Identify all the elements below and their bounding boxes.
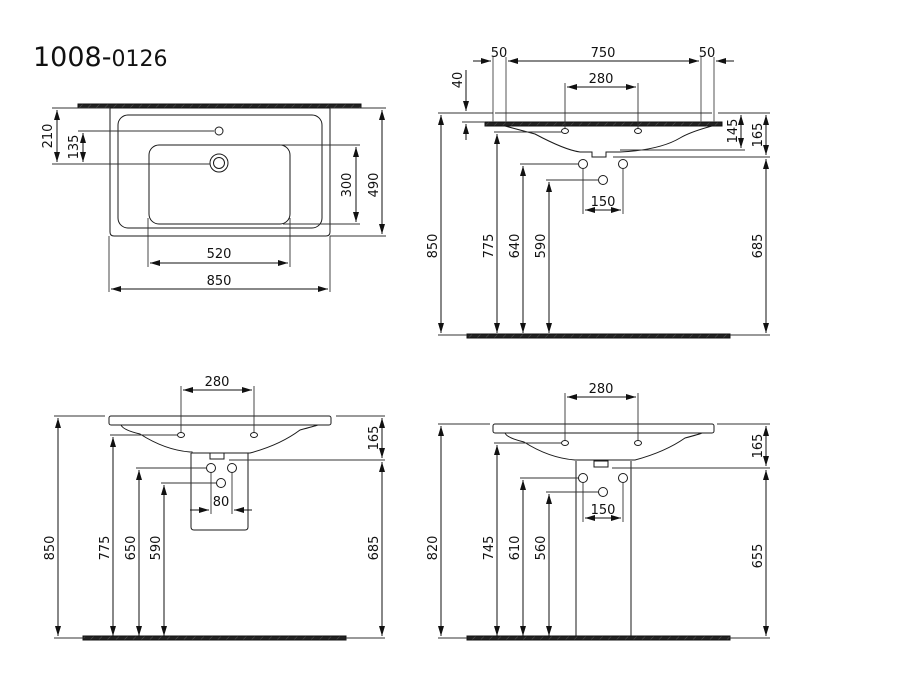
dim-775-half: 775	[98, 536, 113, 561]
bowl-profile-full	[504, 432, 703, 461]
supply-right	[618, 159, 628, 169]
drain-outer	[209, 153, 229, 173]
dim-750: 750	[591, 46, 616, 61]
tap-hole-left	[561, 128, 569, 134]
supply-left	[578, 159, 588, 169]
tap-hole	[214, 126, 224, 136]
drain-inner	[213, 157, 225, 169]
tap-hole-left	[177, 432, 185, 438]
dim-650: 650	[124, 536, 139, 561]
dim-850-half: 850	[43, 536, 58, 561]
full-pedestal-view: 280 820 745 610 560 150 165 655	[426, 382, 770, 641]
basin-top-slab	[108, 415, 332, 426]
drain-outlet	[598, 175, 608, 185]
tap-hole-left	[561, 440, 569, 446]
product-code-title: 1008-0126	[33, 42, 167, 73]
floor-hatch	[82, 635, 347, 641]
basin-bowl	[148, 144, 291, 225]
basin-top-slab	[492, 423, 715, 434]
dim-80: 80	[213, 495, 230, 510]
countertop-hatch	[484, 121, 723, 127]
drain-outlet	[216, 478, 226, 488]
product-code-suffix: 0126	[111, 47, 168, 72]
supply-right	[618, 473, 628, 483]
half-pedestal-view: 280 850 775 650 590 80 165 685	[43, 375, 385, 641]
dim-745: 745	[482, 536, 497, 561]
dim-490: 490	[367, 173, 382, 198]
drain-outlet-body	[209, 452, 225, 460]
half-pedestal	[190, 453, 249, 531]
supply-left	[206, 463, 216, 473]
dim-210: 210	[41, 124, 56, 149]
dim-655: 655	[751, 544, 766, 569]
dim-520: 520	[207, 247, 232, 262]
dim-40: 40	[451, 72, 466, 89]
dim-165-full: 165	[751, 434, 766, 459]
dim-280-full: 280	[589, 382, 614, 397]
dim-850-height: 850	[426, 234, 441, 259]
tap-hole-right	[634, 128, 642, 134]
product-code-separator: -	[101, 42, 112, 73]
dim-280-top: 280	[589, 72, 614, 87]
floor-hatch	[466, 333, 731, 339]
dim-590-top: 590	[534, 234, 549, 259]
dim-145: 145	[726, 119, 741, 144]
product-code-main: 1008	[33, 42, 102, 73]
top-view: 210 135 300 490 520 850	[41, 103, 386, 292]
dim-280-half: 280	[205, 375, 230, 390]
drain-outlet-body	[593, 460, 609, 468]
dim-300: 300	[340, 173, 355, 198]
supply-right	[227, 463, 237, 473]
drain-outlet	[598, 487, 608, 497]
dim-150-top: 150	[591, 195, 616, 210]
supply-left	[578, 473, 588, 483]
wall-mounted-view: 50 750 50 280 40 145 165 685 850 775	[426, 46, 770, 339]
dim-640: 640	[508, 234, 523, 259]
dim-165-half: 165	[367, 426, 382, 451]
dim-775: 775	[482, 234, 497, 259]
dim-685-half: 685	[367, 536, 382, 561]
dim-560: 560	[534, 536, 549, 561]
dim-850-width: 850	[207, 274, 232, 289]
basin-rim	[117, 114, 323, 229]
dim-165-top: 165	[751, 123, 766, 148]
dim-590-half: 590	[149, 536, 164, 561]
bowl-profile-half	[120, 424, 319, 454]
tap-hole-right	[250, 432, 258, 438]
dim-150-full: 150	[591, 503, 616, 518]
dim-610: 610	[508, 536, 523, 561]
dim-685-top: 685	[751, 234, 766, 259]
floor-hatch	[466, 635, 731, 641]
wall-hatch	[77, 103, 362, 109]
bowl-profile	[504, 125, 713, 158]
dim-50-left: 50	[491, 46, 508, 61]
dim-50-right: 50	[699, 46, 716, 61]
tap-hole-right	[634, 440, 642, 446]
dim-135: 135	[67, 135, 82, 160]
dim-820: 820	[426, 536, 441, 561]
basin-outline	[109, 108, 331, 237]
